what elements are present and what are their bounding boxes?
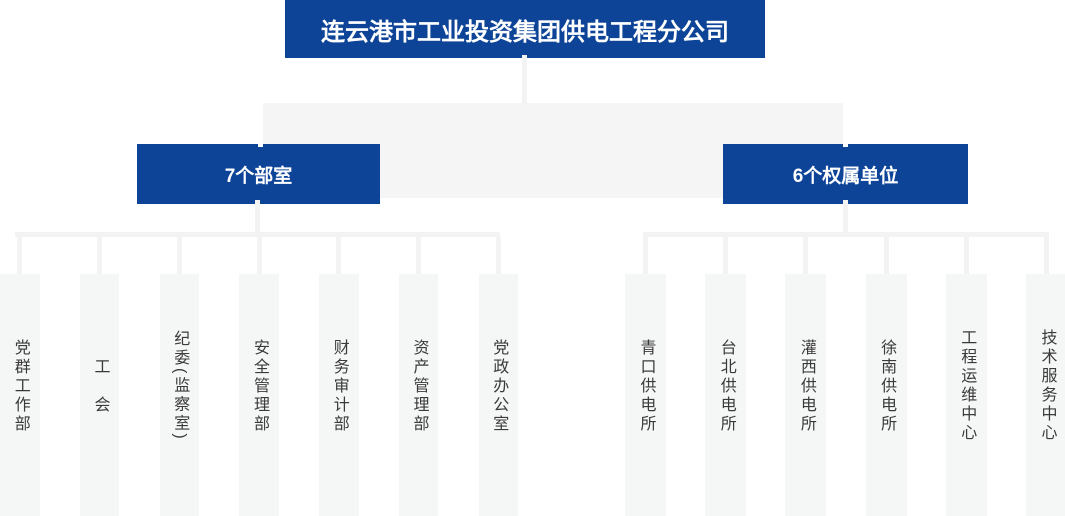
- subsidiaries-group-label: 6个权属单位: [792, 165, 899, 187]
- org-unit-departments-1: 工 会: [79, 237, 120, 516]
- subsidiaries-columns: 青口供电所 台北供电所 灌西供电所 徐南供电所 工程运维中心 技术服务中心: [625, 237, 1065, 516]
- org-unit-departments-2: 纪委(监察室): [159, 237, 199, 516]
- connector-subsidiaries-top: [843, 103, 848, 147]
- root-node-label: 连云港市工业投资集团供电工程分公司: [321, 18, 729, 46]
- org-unit-departments-3: 安全管理部: [239, 237, 279, 516]
- connector-drop: [963, 237, 969, 274]
- org-unit-departments-4: 财务审计部: [319, 237, 359, 516]
- org-unit-label: 党政办公室: [490, 338, 508, 434]
- subsidiaries-group-node: 6个权属单位: [723, 144, 968, 204]
- connector-drop: [883, 237, 889, 274]
- connector-drop: [97, 237, 102, 274]
- org-unit-subsidiaries-4: 工程运维中心: [945, 237, 987, 516]
- org-unit-departments-0: 党群工作部: [0, 237, 40, 516]
- org-unit-label: 技术服务中心: [1038, 329, 1056, 443]
- org-unit-subsidiaries-5: 技术服务中心: [1025, 237, 1065, 516]
- departments-group-label: 7个部室: [224, 165, 293, 187]
- connector-drop: [336, 237, 342, 274]
- connector-drop: [495, 237, 501, 274]
- org-unit-departments-6: 党政办公室: [478, 237, 518, 516]
- org-unit-label: 工 会: [91, 357, 109, 415]
- org-unit-label: 党群工作部: [11, 338, 29, 434]
- org-unit-subsidiaries-3: 徐南供电所: [865, 237, 907, 516]
- org-unit-departments-5: 资产管理部: [398, 237, 439, 516]
- connector-subsidiaries-rail: [643, 232, 1049, 237]
- org-unit-label: 工程运维中心: [958, 329, 976, 443]
- org-unit-subsidiaries-1: 台北供电所: [705, 237, 747, 516]
- org-unit-label: 台北供电所: [717, 338, 735, 434]
- connector-drop: [176, 237, 182, 274]
- connector-drop: [803, 237, 809, 274]
- org-unit-label: 财务审计部: [330, 338, 348, 434]
- connector-drop: [256, 237, 262, 274]
- org-unit-label: 资产管理部: [410, 338, 428, 434]
- org-unit-label: 青口供电所: [637, 338, 655, 434]
- connector-drop: [17, 237, 23, 274]
- org-unit-subsidiaries-2: 灌西供电所: [785, 237, 827, 516]
- connector-drop: [643, 237, 648, 274]
- org-unit-label: 灌西供电所: [797, 338, 815, 434]
- org-unit-label: 安全管理部: [251, 338, 268, 434]
- org-unit-subsidiaries-0: 青口供电所: [625, 237, 666, 516]
- root-node: 连云港市工业投资集团供电工程分公司: [285, 0, 765, 58]
- connector-departments-top: [258, 103, 263, 147]
- departments-group-node: 7个部室: [137, 144, 380, 204]
- connector-root-drop: [522, 55, 527, 103]
- org-unit-label: 纪委(监察室): [171, 330, 189, 442]
- departments-columns: 党群工作部 工 会 纪委(监察室) 安全管理部 财务审计部 资产管理部 党政办公室: [0, 237, 518, 516]
- org-unit-label: 徐南供电所: [878, 338, 896, 434]
- connector-departments-bottom: [255, 200, 260, 232]
- connector-departments-rail: [15, 232, 500, 237]
- connector-drop: [723, 237, 729, 274]
- connector-drop: [416, 237, 421, 274]
- connector-drop: [1043, 237, 1049, 274]
- connector-subsidiaries-bottom: [843, 200, 848, 232]
